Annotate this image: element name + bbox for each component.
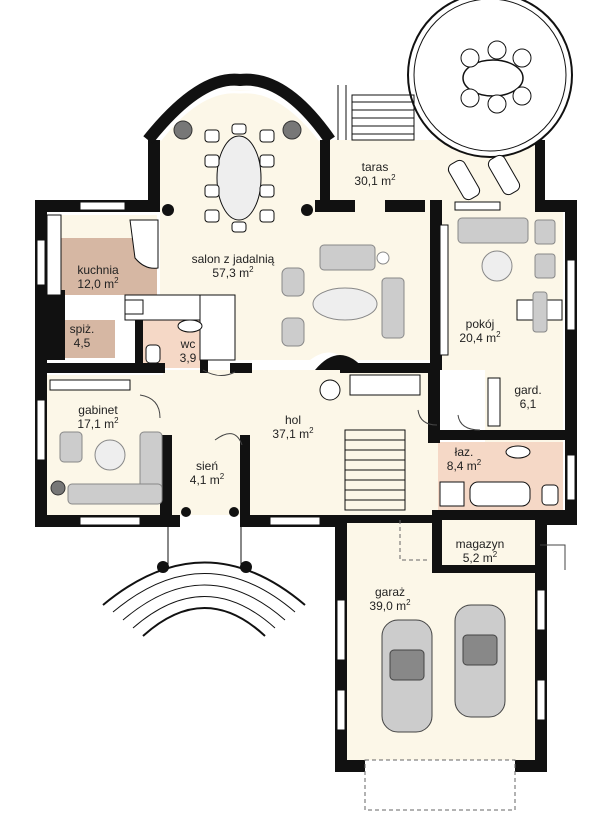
room-area: 3,9 <box>179 351 197 365</box>
dining-table <box>204 123 275 233</box>
room-area: 57,3 m2 <box>212 265 254 281</box>
hall-stairs <box>344 429 406 511</box>
room-label-laz: łaz. 8,4 m2 <box>447 445 481 473</box>
plants <box>50 120 302 496</box>
door-swings <box>139 369 566 570</box>
room-area: 8,4 m2 <box>446 458 482 474</box>
room-area: 5,2 m2 <box>462 550 498 566</box>
room-name: garaż <box>374 585 406 599</box>
study-furniture <box>49 379 163 505</box>
room-label-kuchnia: kuchnia 12,0 m2 <box>77 263 118 291</box>
room-label-sien: sień 4,1 m2 <box>190 459 224 487</box>
room-area: 17,1 m2 <box>77 416 119 432</box>
room-area: 6,1 <box>519 397 537 411</box>
room-name: wc <box>180 337 196 351</box>
room-label-taras: taras 30,1 m2 <box>354 160 395 188</box>
room-name: spiż. <box>69 322 95 336</box>
room-label-magazyn: magazyn 5,2 m2 <box>456 537 505 565</box>
bay-window <box>143 73 335 144</box>
spiz-floor <box>63 320 115 358</box>
room-name: łaz. <box>454 445 474 459</box>
room-label-gard: gard. 6,1 <box>514 383 541 411</box>
room-name: kuchnia <box>77 263 119 277</box>
room-label-gabinet: gabinet 17,1 m2 <box>77 403 118 431</box>
room-area: 4,1 m2 <box>189 472 225 488</box>
living-furniture <box>281 244 405 347</box>
windows <box>36 201 576 731</box>
room-name: gabinet <box>78 403 118 417</box>
room-label-wc: wc 3,9 <box>180 337 197 365</box>
loungers <box>447 154 521 201</box>
room-area: 12,0 m2 <box>77 276 119 292</box>
bedroom-furniture <box>439 217 563 356</box>
room-name: salon z jadalnią <box>191 252 275 266</box>
room-label-salon: salon z jadalnią 57,3 m2 <box>192 252 275 280</box>
sien-floor <box>172 440 242 510</box>
room-name: gard. <box>514 383 542 397</box>
wc-fixtures <box>145 319 203 364</box>
garage-door <box>364 520 516 811</box>
room-area: 4,5 <box>73 336 91 350</box>
room-area: 37,1 m2 <box>272 426 314 442</box>
room-area: 39,0 m2 <box>369 598 411 614</box>
magazyn-floor <box>438 520 533 570</box>
room-area: 20,4 m2 <box>459 330 501 346</box>
round-terrace <box>407 0 573 158</box>
room-label-hol: hol 37,1 m2 <box>272 413 313 441</box>
cars <box>381 604 506 733</box>
columns <box>157 204 313 573</box>
room-label-spiz: spiż. 4,5 <box>70 322 95 350</box>
room-name: pokój <box>465 317 495 331</box>
kitchen-counters <box>46 214 236 361</box>
entrance-arcs <box>102 527 306 637</box>
room-label-pokoj: pokój 20,4 m2 <box>459 317 500 345</box>
room-label-garaz: garaż 39,0 m2 <box>369 585 410 613</box>
room-area: 30,1 m2 <box>354 173 396 189</box>
terrace-stairs <box>337 85 415 141</box>
room-name: sień <box>195 459 218 473</box>
room-name: hol <box>284 413 302 427</box>
wardrobe <box>349 374 501 427</box>
fireplace <box>315 355 365 401</box>
bath-fixtures <box>439 445 559 507</box>
room-name: taras <box>361 160 389 174</box>
room-name: magazyn <box>455 537 505 551</box>
